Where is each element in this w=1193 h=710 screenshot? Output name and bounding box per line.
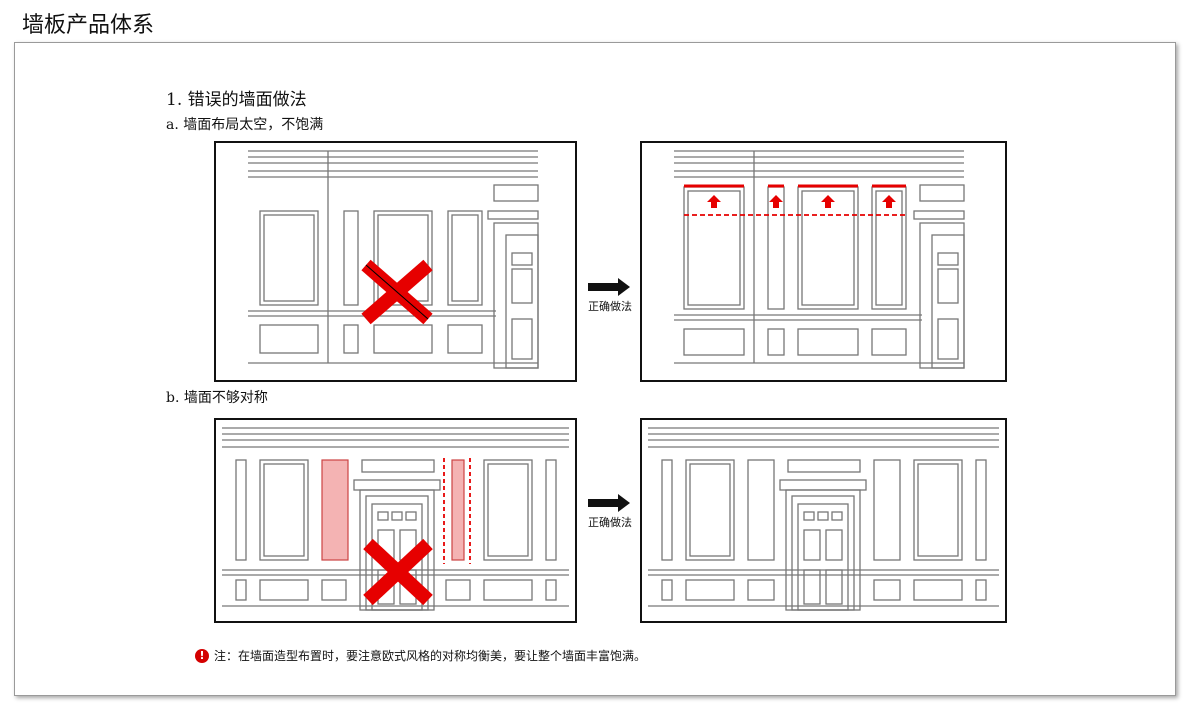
section-heading: 1. 错误的墙面做法 [166,90,307,110]
wall-diagram-b-correct [640,418,1007,623]
page-title: 墙板产品体系 [22,13,155,38]
wall-diagram-b-wrong [214,418,577,623]
wall-diagram-a-wrong [214,141,577,382]
arrow-a: 正确做法 [580,278,640,328]
section-a-label: a. 墙面布局太空，不饱满 [166,117,324,133]
note-text: 注：在墙面造型布置时，要注意欧式风格的对称均衡美，要让整个墙面丰富饱满。 [214,649,647,663]
up-arrow-icon [707,195,896,208]
wall-diagram-a-correct [640,141,1007,382]
cross-mark-icon [363,538,433,606]
arrow-b-label: 正确做法 [588,516,632,529]
exclamation-icon: ! [195,648,209,663]
arrow-a-label: 正确做法 [588,300,632,313]
cross-mark-icon [361,259,433,325]
highlight-panel-right [451,459,465,561]
arrow-b: 正确做法 [580,494,640,544]
note-line: ! 注：在墙面造型布置时，要注意欧式风格的对称均衡美，要让整个墙面丰富饱满。 [195,647,646,664]
section-b-label: b. 墙面不够对称 [166,390,268,406]
right-arrow-icon [588,278,630,296]
highlight-panel-left [321,459,349,561]
right-arrow-icon [588,494,630,512]
